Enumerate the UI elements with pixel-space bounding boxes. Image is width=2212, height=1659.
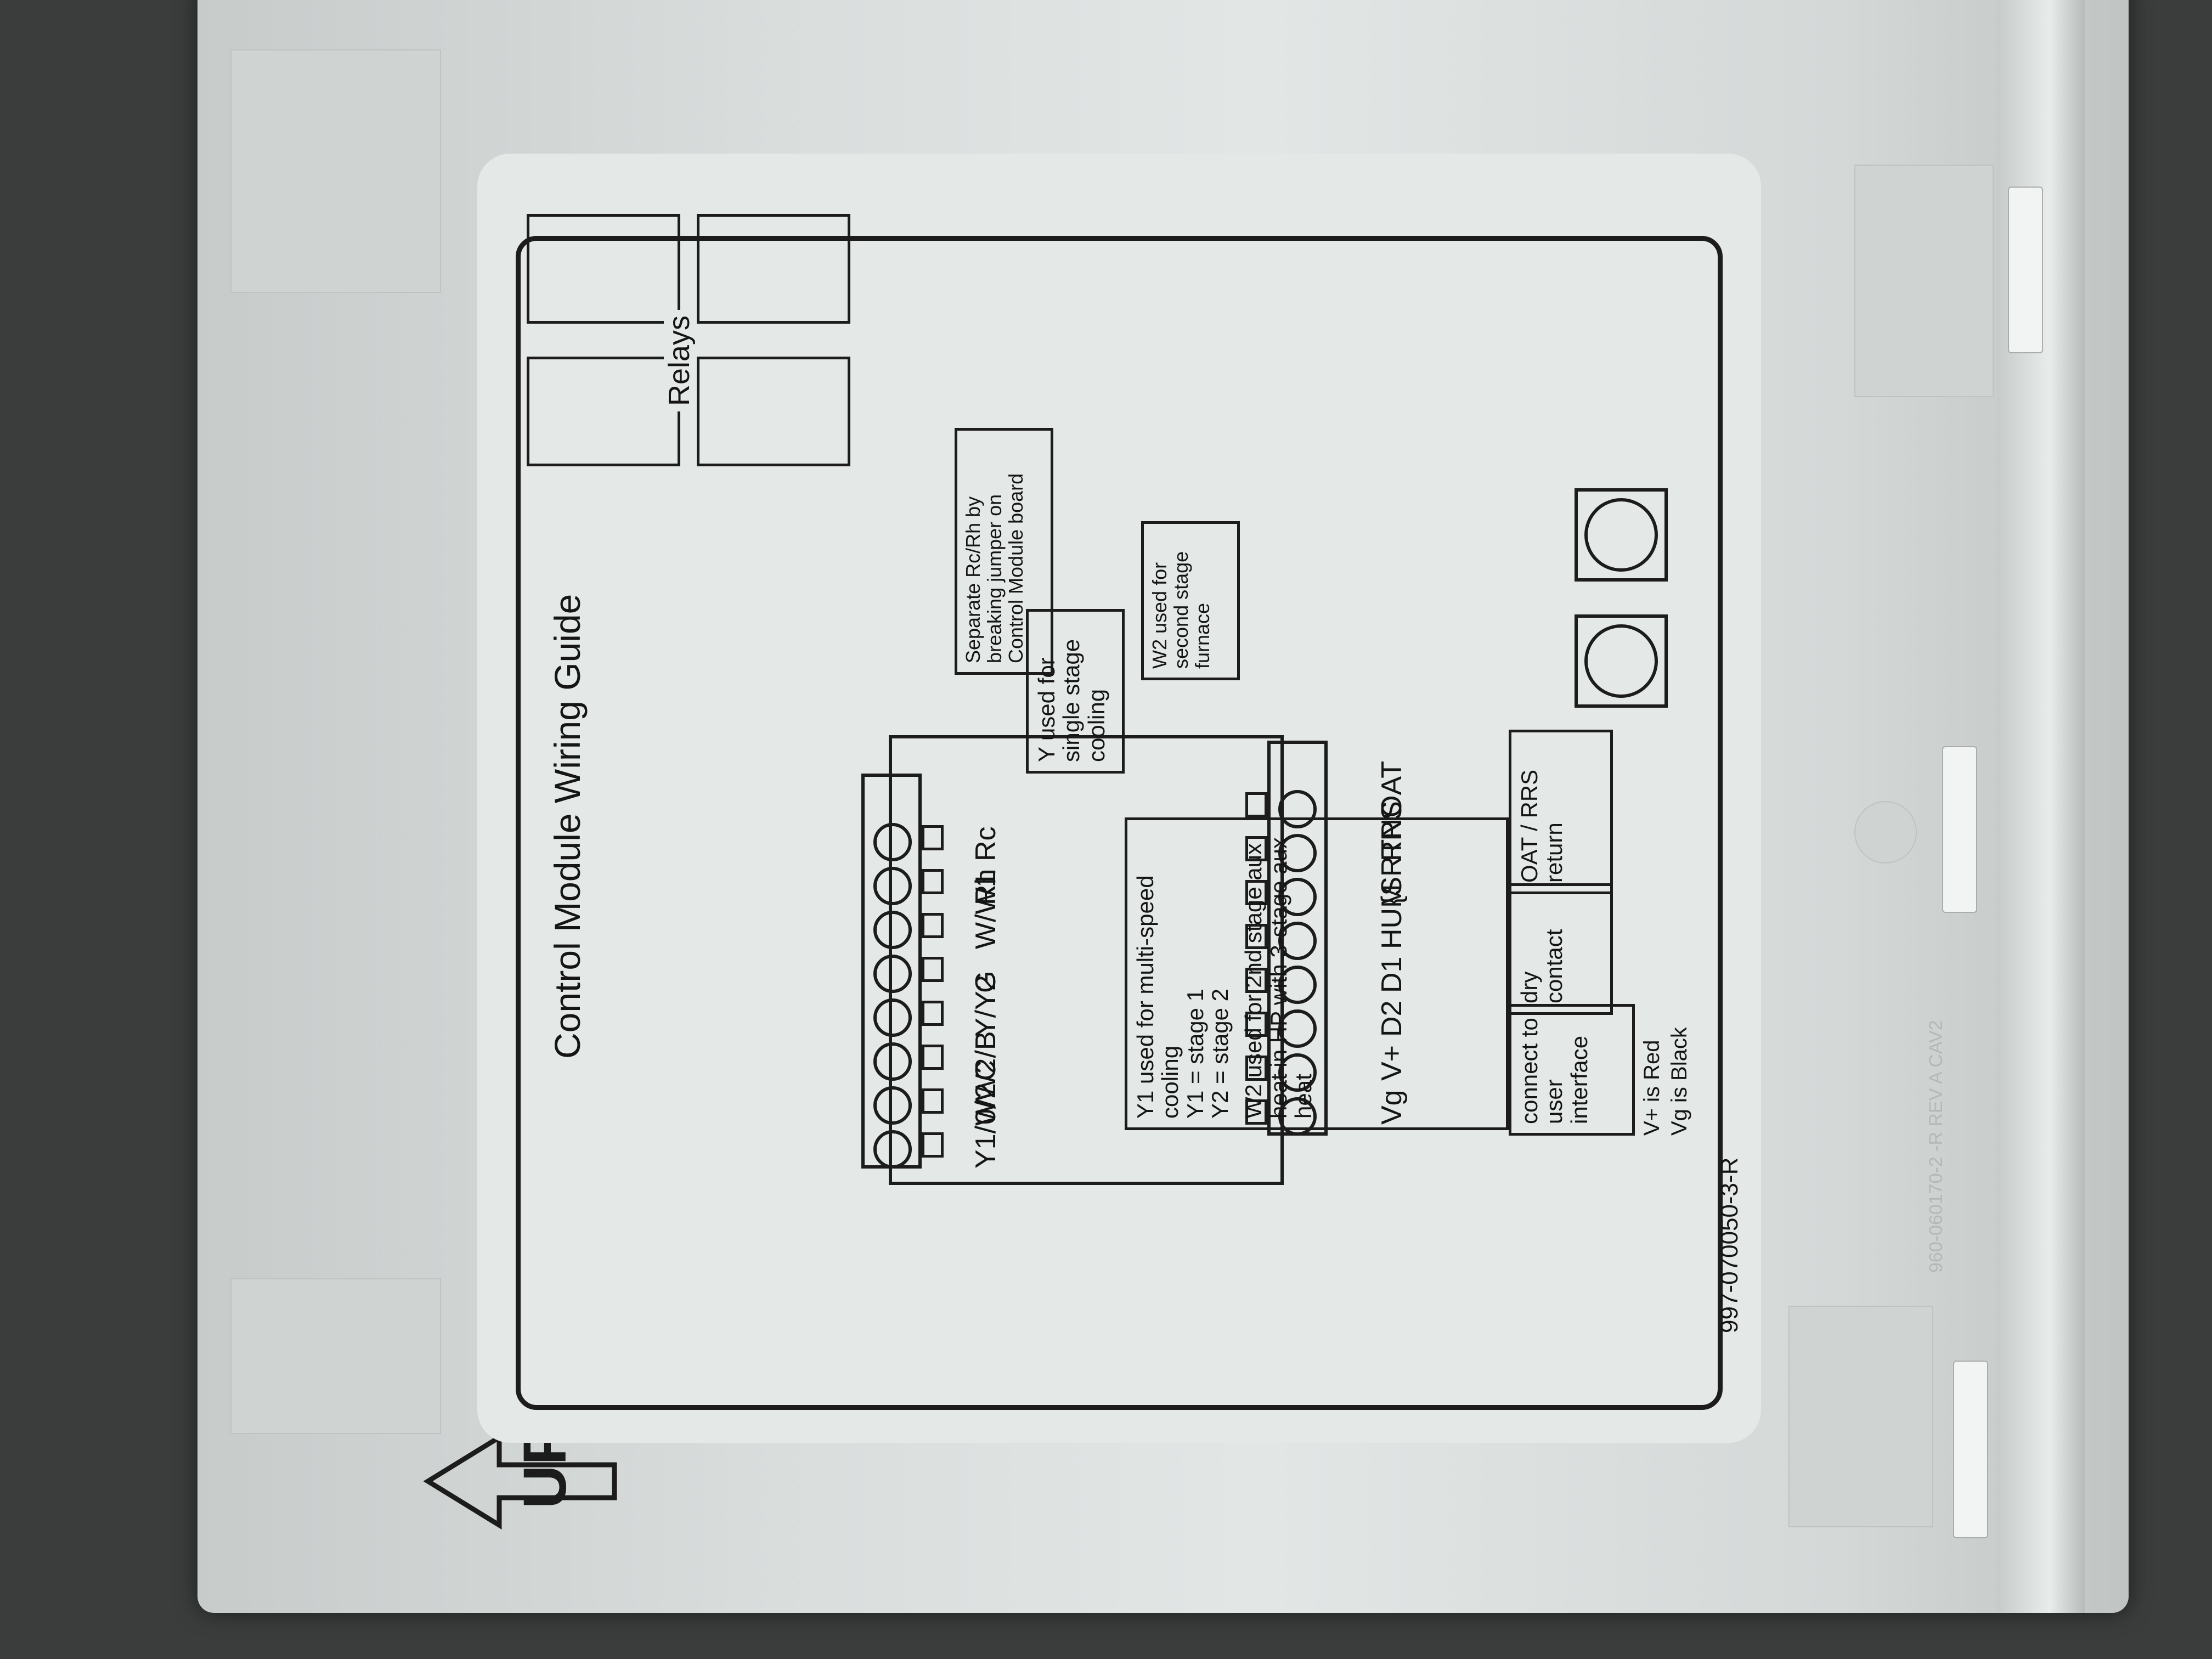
pin-r-4 [922,957,944,982]
relays-label: Relays [663,309,696,411]
latch-tab-bottom [1953,1361,1988,1538]
pin-r-1 [922,825,944,850]
relay-box-3 [697,357,850,466]
note-y1-stage1: Y1 = stage 1 [1182,988,1208,1119]
terminal-screw-c [873,1042,912,1081]
label-y: Y/Y2 [970,975,1002,1037]
note-y2-stage2: Y2 = stage 2 [1207,988,1233,1119]
note-contact: contact [1541,929,1567,1003]
pin-r-7 [922,1088,944,1114]
note-vg-black: Vg is Black [1667,1027,1691,1136]
label-hum: HUM [1376,884,1408,949]
relay-box-2 [527,214,680,324]
latch-tab-middle [1942,746,1977,913]
note-y1-w2: Y1 used for multi-speed cooling Y1 = sta… [1125,817,1509,1130]
label-w: W/W1 [970,871,1002,949]
wiring-label-content: Control Module Wiring Guide Relays [477,154,1761,1443]
guide-title: Control Module Wiring Guide [547,594,588,1059]
terminal-screw-w [873,911,912,949]
label-d1: D1 [1376,956,1408,993]
pin-l-1 [1245,792,1267,817]
molded-ridge-right-top [1854,165,1994,397]
note-w2-second: W2 used for second stage furnace [1141,521,1240,680]
latch-tab-top [2008,187,2043,353]
round-marker-1 [1584,624,1658,698]
relay-box-1 [527,357,680,466]
wiring-label: Control Module Wiring Guide Relays [477,154,1761,1443]
label-vg: Vg [1376,1090,1408,1125]
molded-ridge-top [230,49,441,293]
molded-ridge-right-bottom [1788,1306,1933,1527]
up-arrow-icon [423,1432,617,1530]
terminal-screw-rc [873,823,912,861]
note-w2-aux: W2 used for 2nd stage aux heat in HP wit… [1240,837,1317,1119]
note-return: return [1541,822,1567,883]
label-d2: D2 [1376,1000,1408,1037]
label-rc: Rc [970,826,1002,861]
up-indicator: UP [395,1404,625,1613]
terminal-screw-g [873,955,912,993]
terminal-screw-y [873,998,912,1037]
pin-r-6 [922,1045,944,1070]
terminal-screw-o [873,1086,912,1125]
note-connect: connect to user interface [1509,1004,1635,1136]
label-y1: Y1/W2 [970,1082,1002,1169]
molded-ridge-bottom [230,1278,441,1434]
relay-box-4 [697,214,850,324]
note-dry: dry [1516,971,1542,1003]
terminal-screw-y1 [873,1130,912,1169]
note-connect-text: connect to user interface [1516,1018,1592,1124]
terminal-screw-rh [873,867,912,905]
note-y-single: Y used for single stage cooling [1026,609,1125,774]
note-y1-multi: Y1 used for multi-speed cooling [1132,875,1183,1119]
part-number: 997-070050-3-R [1716,1157,1743,1333]
square-button-2 [1575,488,1668,582]
note-oat-rrs: OAT / RRS return [1509,730,1613,894]
label-vplus: V+ [1376,1045,1408,1081]
mold-code: 960-060170-2 -R REV A CAV2 [1926,1020,1946,1273]
pin-r-5 [922,1001,944,1026]
pin-r-8 [922,1132,944,1158]
pin-r-2 [922,869,944,894]
note-dry-contact: dry contact [1509,883,1613,1015]
square-button-1 [1575,614,1668,708]
round-marker-2 [1584,498,1658,572]
pin-r-3 [922,913,944,938]
screw-boss [1854,801,1917,864]
note-oat-rrs-text: OAT / RRS [1516,769,1542,883]
note-v-red: V+ is Red [1640,1040,1664,1136]
